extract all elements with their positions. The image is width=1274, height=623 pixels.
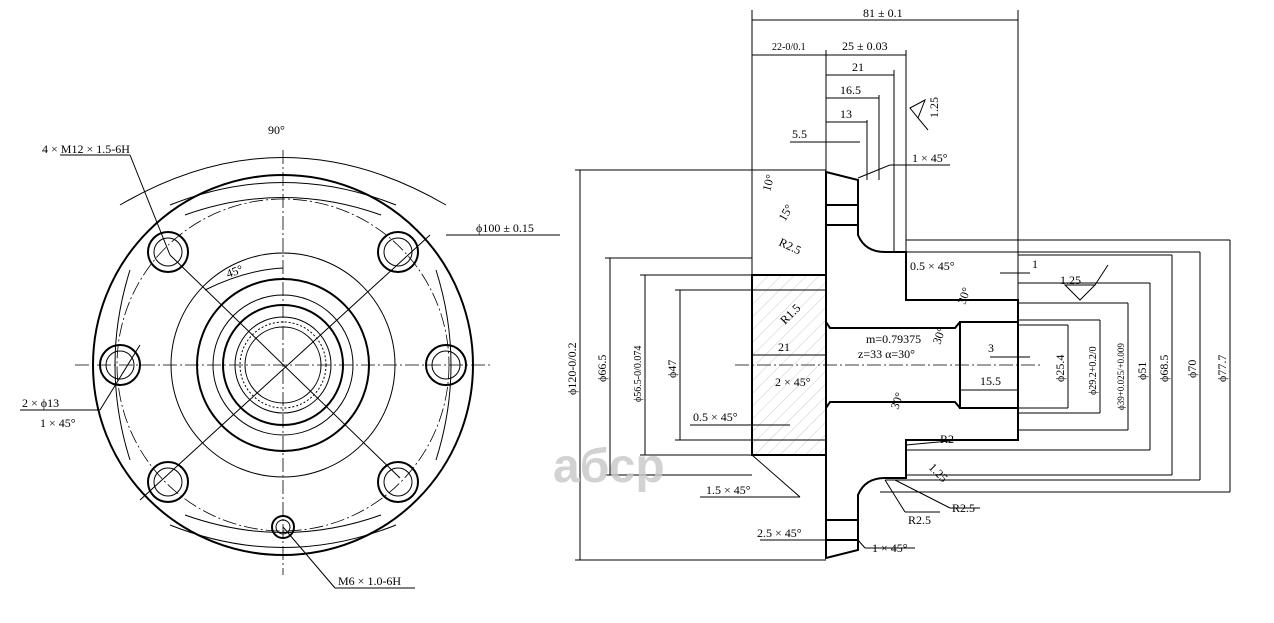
dim-16-5: 16.5 — [840, 83, 861, 97]
dim-d77-7: ϕ77.7 — [1215, 355, 1229, 382]
dim-d39: ϕ39+0.025/+0.009 — [1116, 343, 1126, 410]
roughness-top: 1.25 — [927, 97, 941, 118]
dim-21-inner: 21 — [778, 340, 790, 354]
dim-d25-4: ϕ25.4 — [1053, 355, 1067, 382]
chamfer-0-5-bottom: 0.5 × 45° — [693, 410, 738, 424]
label-angle-45: 45° — [224, 262, 245, 281]
dim-d66-5: ϕ66.5 — [595, 355, 609, 382]
dim-d56-5: ϕ56.5-0/0.074 — [633, 346, 644, 402]
angle-15: 15° — [775, 202, 796, 224]
dim-15-5: 15.5 — [980, 374, 1001, 388]
watermark-logo: aбср — [553, 440, 665, 493]
section-view — [575, 10, 1231, 561]
radius-top: R2.5 — [777, 235, 804, 257]
chamfer-0-5-top: 0.5 × 45° — [910, 259, 955, 273]
angle-10: 10° — [759, 173, 777, 193]
chamfer-2-5: 2.5 × 45° — [757, 526, 802, 540]
dim-d29-2: ϕ29.2+0.2/0 — [1088, 346, 1099, 395]
roughness-bottom: 1.25 — [926, 460, 951, 485]
chamfer-1-5: 1.5 × 45° — [706, 483, 751, 497]
chamfer-top: 1 × 45° — [912, 151, 948, 165]
radius-2-5-b: R2.5 — [952, 501, 975, 515]
angle-30-top: 30° — [955, 285, 974, 306]
roughness-right: 1.25 — [1060, 273, 1081, 287]
flange-outline — [92, 174, 474, 556]
radius-2: R2 — [940, 432, 954, 446]
label-bolt-thread: 4 × M12 × 1.5-6H — [42, 142, 130, 156]
dim-25: 25 ± 0.03 — [842, 39, 888, 53]
chamfer-bottom: 1 × 45° — [872, 541, 908, 555]
spline-module: m=0.79375 — [866, 332, 921, 346]
dim-d120: ϕ120-0/0.2 — [565, 342, 579, 395]
dim-21: 21 — [852, 60, 864, 74]
radius-2-5-a: R2.5 — [908, 513, 931, 527]
dim-overall-length: 81 ± 0.1 — [863, 6, 903, 20]
angle-30-inner: 30° — [930, 325, 949, 346]
angle-30-bottom: 30° — [888, 390, 907, 411]
dim-3: 3 — [988, 341, 994, 355]
chamfer-2: 2 × 45° — [775, 375, 811, 389]
label-angle-90: 90° — [268, 123, 285, 137]
dim-d70: ϕ70 — [1185, 360, 1199, 378]
spline-teeth: z=33 α=30° — [858, 347, 915, 361]
dim-22: 22-0/0.1 — [772, 42, 806, 53]
front-view — [20, 150, 560, 589]
dim-13: 13 — [840, 107, 852, 121]
dim-d68-5: ϕ68.5 — [1157, 355, 1171, 382]
dim-1: 1 — [1032, 257, 1038, 271]
bolt-holes — [99, 231, 467, 539]
dim-d51: ϕ51 — [1135, 362, 1149, 380]
label-holes: 2 × ϕ13 — [22, 396, 59, 410]
dim-5-5: 5.5 — [792, 127, 807, 141]
label-hole-chamfer: 1 × 45° — [40, 416, 76, 430]
label-small-thread: M6 × 1.0-6H — [338, 574, 401, 588]
label-pcd: ϕ100 ± 0.15 — [476, 221, 534, 235]
pitch-circle — [116, 198, 450, 532]
dim-d47: ϕ47 — [665, 360, 679, 378]
